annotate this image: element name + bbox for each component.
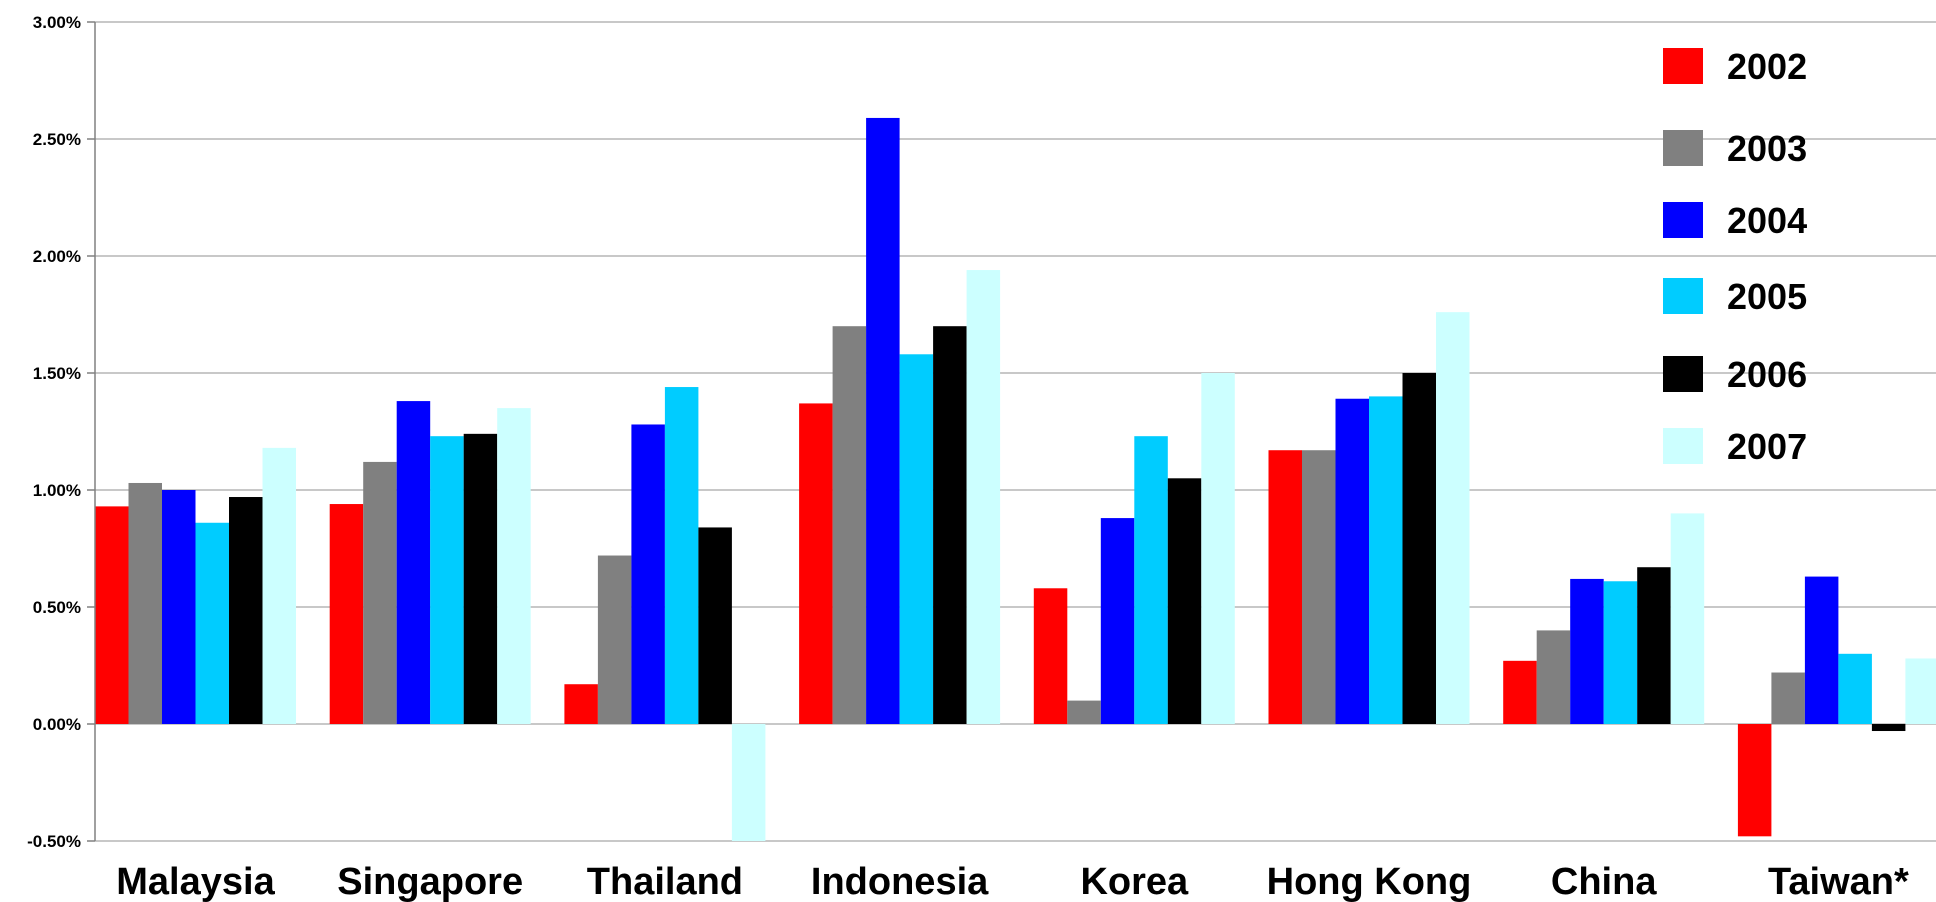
bar-2003	[597, 555, 632, 724]
bar-2007	[731, 724, 766, 841]
bar-2002	[799, 403, 833, 724]
category-label: China	[1551, 861, 1657, 902]
bar-2004	[162, 490, 196, 724]
bar-2007	[1436, 312, 1470, 724]
bar-2004	[1804, 576, 1839, 724]
bar-2004	[396, 401, 431, 724]
bar-2006	[933, 326, 967, 724]
bar-2002	[564, 684, 598, 724]
bar-2007	[1201, 373, 1235, 724]
bar-2005	[1603, 581, 1638, 724]
y-tick-label: 0.50%	[33, 598, 81, 617]
bar-2005	[1369, 396, 1403, 724]
bar-2006	[229, 497, 263, 724]
y-tick-label: 1.00%	[33, 481, 81, 500]
category-label: Taiwan*	[1768, 861, 1909, 902]
bar-2002	[1503, 660, 1537, 724]
legend-label: 2006	[1727, 354, 1807, 395]
y-tick-label: 0.00%	[33, 715, 81, 734]
legend-swatch-2005	[1663, 278, 1703, 314]
bar-2002	[95, 506, 129, 724]
bar-2007	[262, 447, 296, 724]
bar-2005	[195, 522, 229, 724]
bar-2007	[966, 270, 1001, 724]
legend-swatch-2003	[1663, 130, 1703, 166]
legend-label: 2004	[1727, 200, 1807, 241]
bar-2007	[1670, 513, 1705, 724]
bar-2002	[329, 504, 364, 724]
bar-2006	[1402, 373, 1436, 724]
bar-2005	[1134, 436, 1168, 724]
bar-2004	[631, 424, 665, 724]
bar-2006	[1871, 724, 1906, 732]
bar-2002	[1737, 724, 1772, 837]
legend-label: 2003	[1727, 128, 1807, 169]
bar-2007	[1905, 658, 1936, 724]
category-label: Indonesia	[811, 861, 989, 902]
bar-2005	[1838, 653, 1872, 724]
legend-layer: 2002 2003 2004 2005 2006 2007	[1663, 46, 1807, 467]
bar-2003	[1302, 450, 1336, 724]
bar-2004	[1570, 578, 1604, 724]
bar-2003	[128, 482, 162, 724]
y-tick-label: 2.00%	[33, 247, 81, 266]
category-label: Korea	[1080, 861, 1189, 902]
legend-label: 2002	[1727, 46, 1807, 87]
bar-2002	[1033, 588, 1068, 724]
category-label: Hong Kong	[1267, 861, 1472, 902]
bar-2003	[1067, 700, 1101, 724]
legend-swatch-2007	[1663, 428, 1703, 464]
bar-2003	[363, 461, 397, 724]
y-tick-label: 1.50%	[33, 364, 81, 383]
bar-2005	[664, 387, 699, 724]
bar-2006	[1637, 567, 1671, 724]
bar-2003	[1536, 630, 1571, 724]
labels-layer: 3.00% 2.50% 2.00% 1.50% 1.00% 0.50% 0.00% -0.50…	[27, 13, 1909, 902]
bar-2004	[1335, 398, 1369, 724]
bars-layer	[95, 117, 1936, 841]
y-tick-label: 2.50%	[33, 130, 81, 149]
legend-label: 2007	[1727, 426, 1807, 467]
bar-2006	[698, 527, 732, 724]
bar-2005	[430, 436, 464, 724]
bar-2002	[1268, 450, 1302, 724]
bar-2003	[832, 326, 867, 724]
axis-layer	[87, 21, 96, 842]
bar-2007	[497, 408, 531, 724]
legend-swatch-2006	[1663, 356, 1703, 392]
bar-2005	[899, 354, 934, 724]
y-tick-label: 3.00%	[33, 13, 81, 32]
legend-swatch-2002	[1663, 48, 1703, 84]
bar-2003	[1771, 672, 1805, 724]
category-label: Malaysia	[116, 861, 275, 902]
legend-swatch-2004	[1663, 202, 1703, 238]
category-label: Thailand	[587, 861, 743, 902]
y-tick-label: -0.50%	[27, 832, 81, 851]
legend-label: 2005	[1727, 276, 1807, 317]
bar-2004	[1100, 518, 1135, 724]
category-label: Singapore	[337, 861, 523, 902]
bar-2004	[866, 117, 900, 724]
bar-2006	[1167, 478, 1202, 724]
bar-2006	[463, 433, 498, 724]
